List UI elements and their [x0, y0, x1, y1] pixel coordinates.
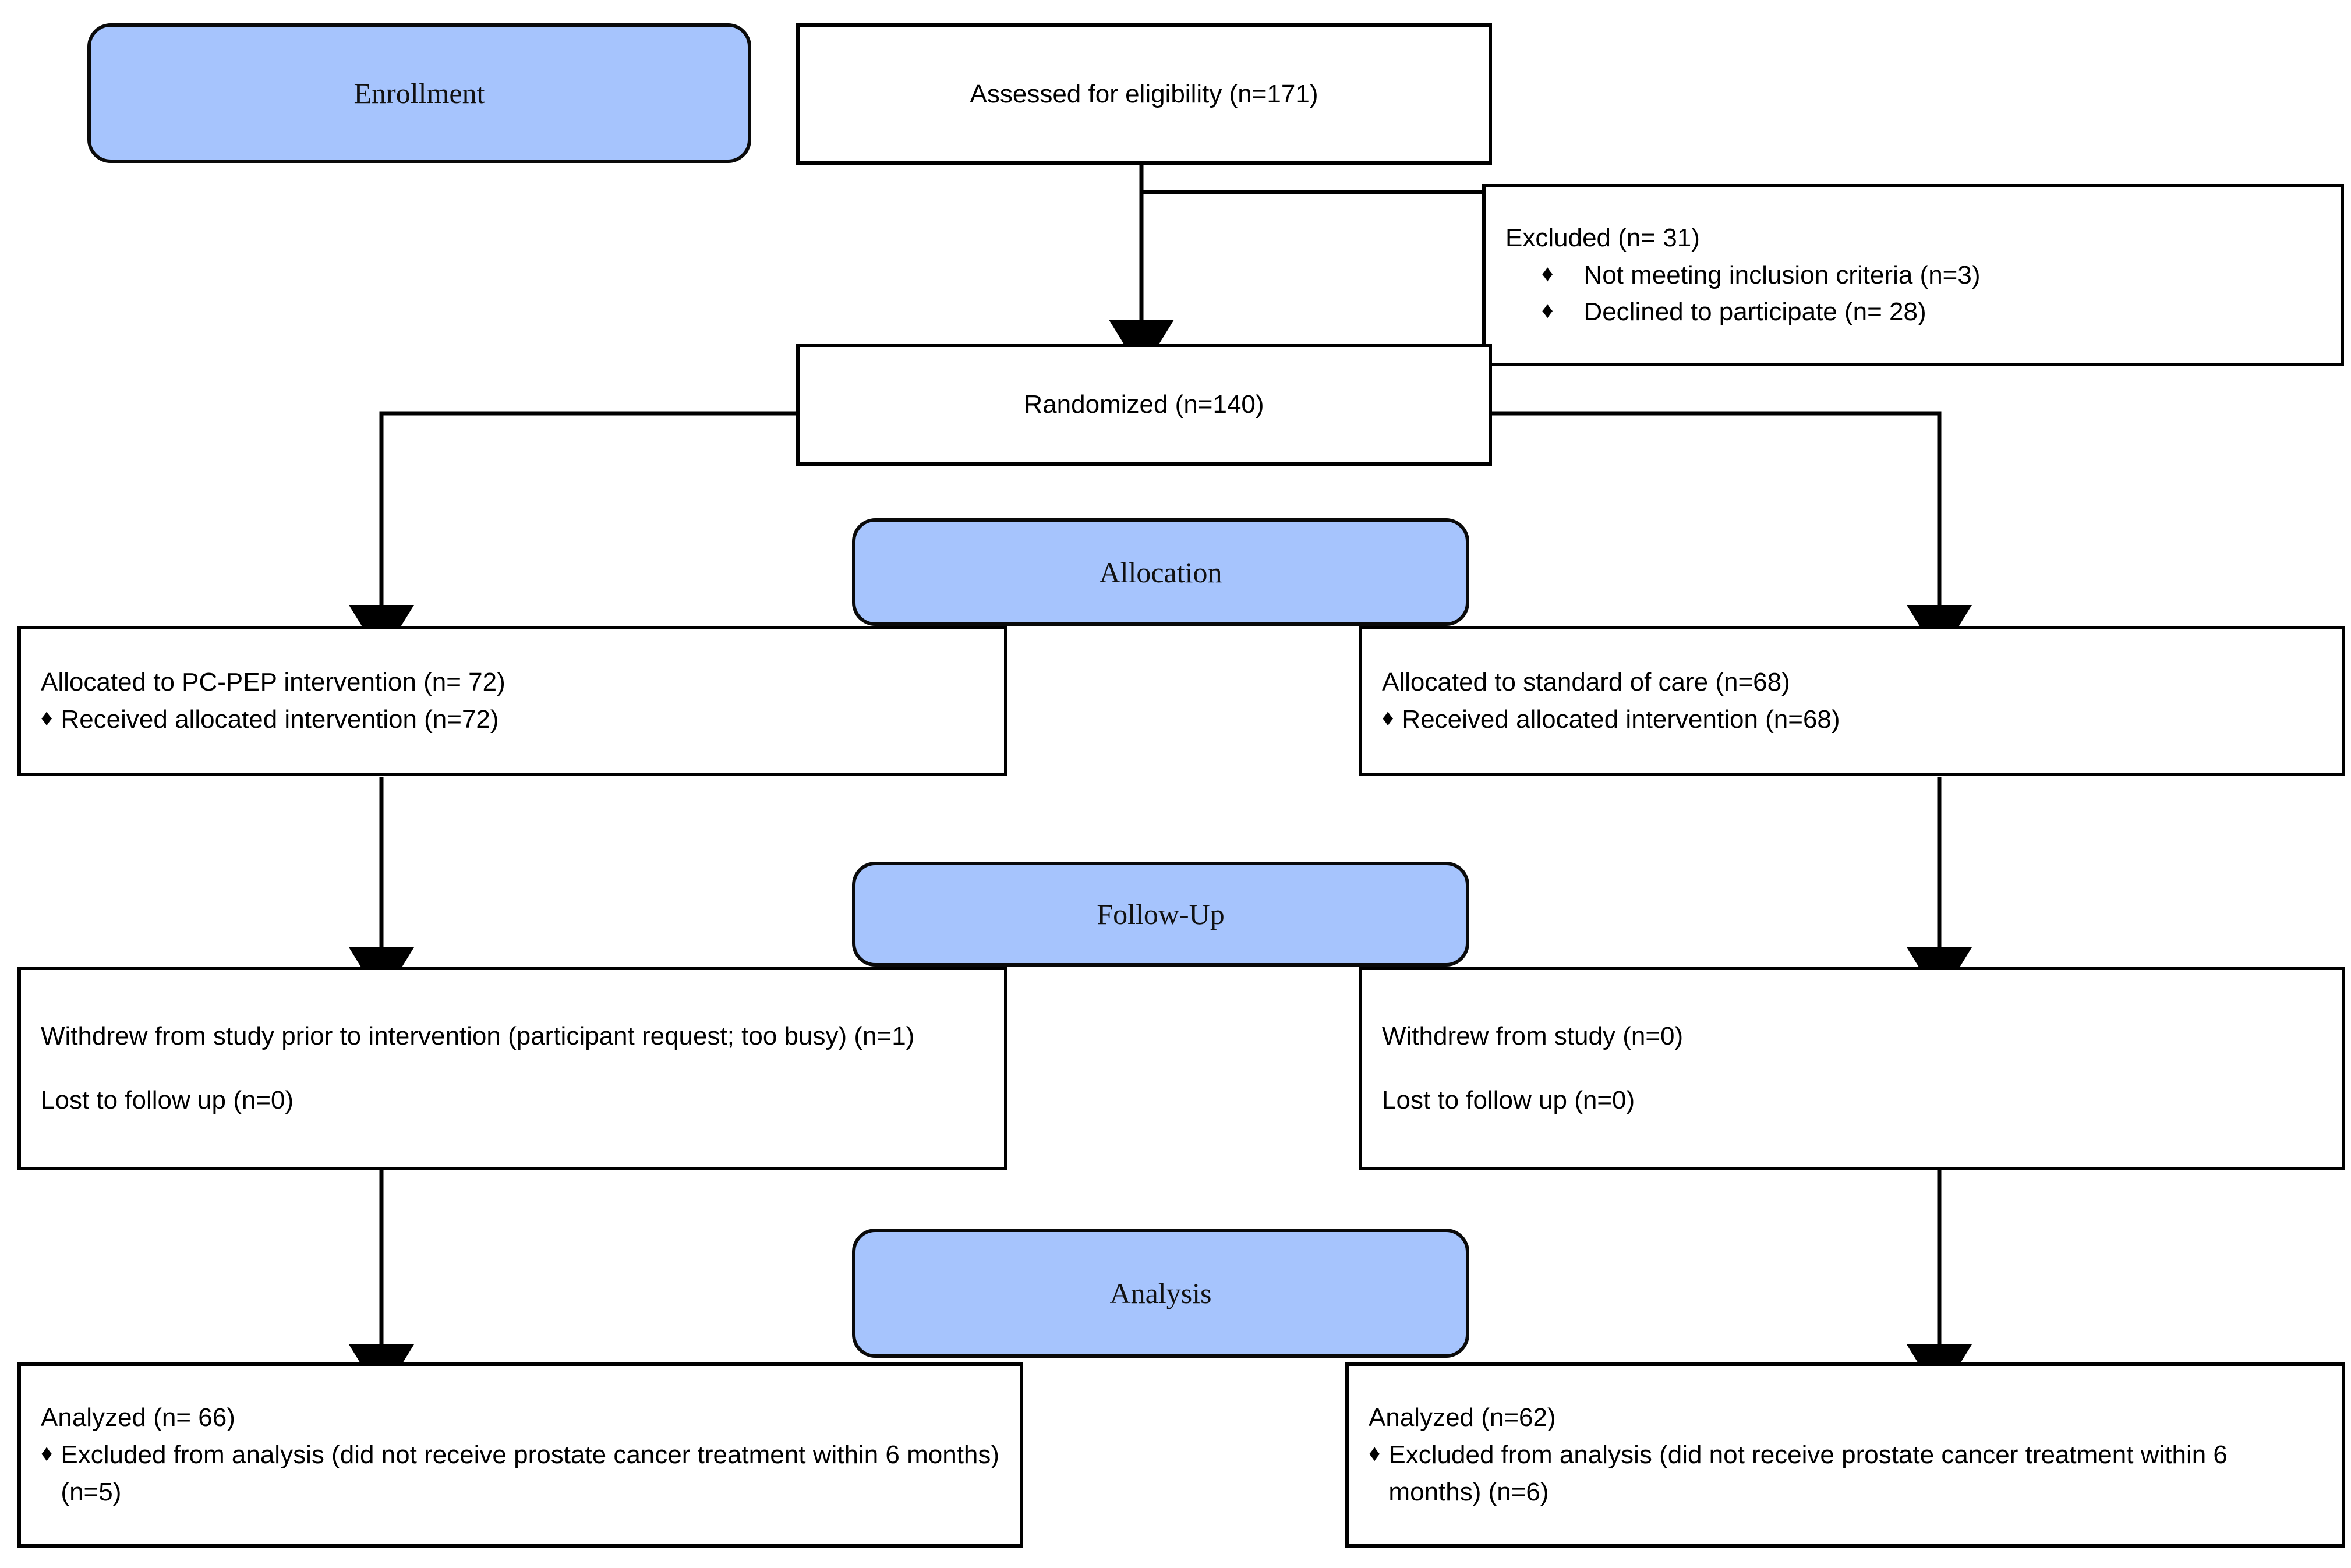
randomized-text: Randomized (n=140) [1024, 390, 1264, 419]
analysis-left-heading: Analyzed (n= 66) [41, 1403, 235, 1432]
excluded-heading: Excluded (n= 31) [1505, 223, 1700, 252]
excluded-bullet-2: ♦ Declined to participate (n= 28) [1486, 293, 2341, 331]
alloc-left-bullet-1: ♦ Received allocated intervention (n=72) [21, 701, 1004, 738]
stage-banner-enrollment: Enrollment [87, 23, 751, 163]
excluded-bullet-1: ♦ Not meeting inclusion criteria (n=3) [1486, 257, 2341, 294]
node-analysis-right: Analyzed (n=62) ♦ Excluded from analysis… [1345, 1362, 2345, 1548]
wire-randomized-to-alloc-right [1492, 411, 1972, 658]
analysis-left-bullet-1-text: Excluded from analysis (did not receive … [61, 1440, 1000, 1506]
node-assessed-for-eligibility: Assessed for eligibility (n=171) [796, 23, 1492, 165]
stage-label-enrollment: Enrollment [353, 77, 485, 109]
diamond-bullet-icon: ♦ [41, 705, 53, 731]
stage-label-followup: Follow-Up [1097, 898, 1225, 930]
analysis-right-heading: Analyzed (n=62) [1369, 1403, 1556, 1432]
analysis-right-bullet-1: ♦ Excluded from analysis (did not receiv… [1349, 1436, 2342, 1511]
node-allocated-pcpep: Allocated to PC-PEP intervention (n= 72)… [17, 626, 1007, 776]
followup-right-spacer [1362, 1055, 2342, 1082]
assessed-text: Assessed for eligibility (n=171) [970, 79, 1318, 108]
node-allocated-standard-care: Allocated to standard of care (n=68) ♦ R… [1359, 626, 2345, 776]
alloc-right-bullet-1-text: Received allocated intervention (n=68) [1402, 705, 1840, 734]
excluded-bullet-1-text: Not meeting inclusion criteria (n=3) [1583, 260, 1981, 289]
diamond-bullet-icon: ♦ [41, 1440, 53, 1467]
alloc-left-bullet-1-text: Received allocated intervention (n=72) [61, 705, 499, 734]
diamond-bullet-icon: ♦ [1542, 298, 1554, 324]
alloc-right-heading: Allocated to standard of care (n=68) [1382, 668, 1790, 697]
followup-left-spacer [21, 1055, 1004, 1082]
excluded-bullet-2-text: Declined to participate (n= 28) [1583, 298, 1926, 327]
node-followup-left: Withdrew from study prior to interventio… [17, 967, 1007, 1170]
diamond-bullet-icon: ♦ [1382, 705, 1394, 731]
alloc-right-bullet-1: ♦ Received allocated intervention (n=68) [1362, 701, 2342, 738]
analysis-left-bullet-1: ♦ Excluded from analysis (did not receiv… [21, 1436, 1020, 1511]
node-analysis-left: Analyzed (n= 66) ♦ Excluded from analysi… [17, 1362, 1023, 1548]
stage-banner-analysis: Analysis [852, 1229, 1469, 1358]
stage-label-allocation: Allocation [1099, 555, 1222, 589]
stage-banner-followup: Follow-Up [852, 862, 1469, 967]
followup-left-line-1: Withdrew from study prior to interventio… [41, 1022, 915, 1051]
node-followup-right: Withdrew from study (n=0) Lost to follow… [1359, 967, 2345, 1170]
stage-label-analysis: Analysis [1109, 1277, 1212, 1309]
diamond-bullet-icon: ♦ [1369, 1440, 1381, 1467]
node-excluded: Excluded (n= 31) ♦ Not meeting inclusion… [1482, 184, 2344, 366]
stage-banner-allocation: Allocation [852, 518, 1469, 626]
followup-left-line-2: Lost to follow up (n=0) [41, 1086, 294, 1114]
node-randomized: Randomized (n=140) [796, 344, 1492, 466]
alloc-left-heading: Allocated to PC-PEP intervention (n= 72) [41, 668, 505, 697]
followup-right-line-2: Lost to follow up (n=0) [1382, 1086, 1635, 1114]
diamond-bullet-icon: ♦ [1542, 260, 1554, 286]
followup-right-line-1: Withdrew from study (n=0) [1382, 1022, 1684, 1051]
wire-randomized-to-alloc-left [349, 411, 796, 658]
analysis-right-bullet-1-text: Excluded from analysis (did not receive … [1388, 1440, 2228, 1506]
